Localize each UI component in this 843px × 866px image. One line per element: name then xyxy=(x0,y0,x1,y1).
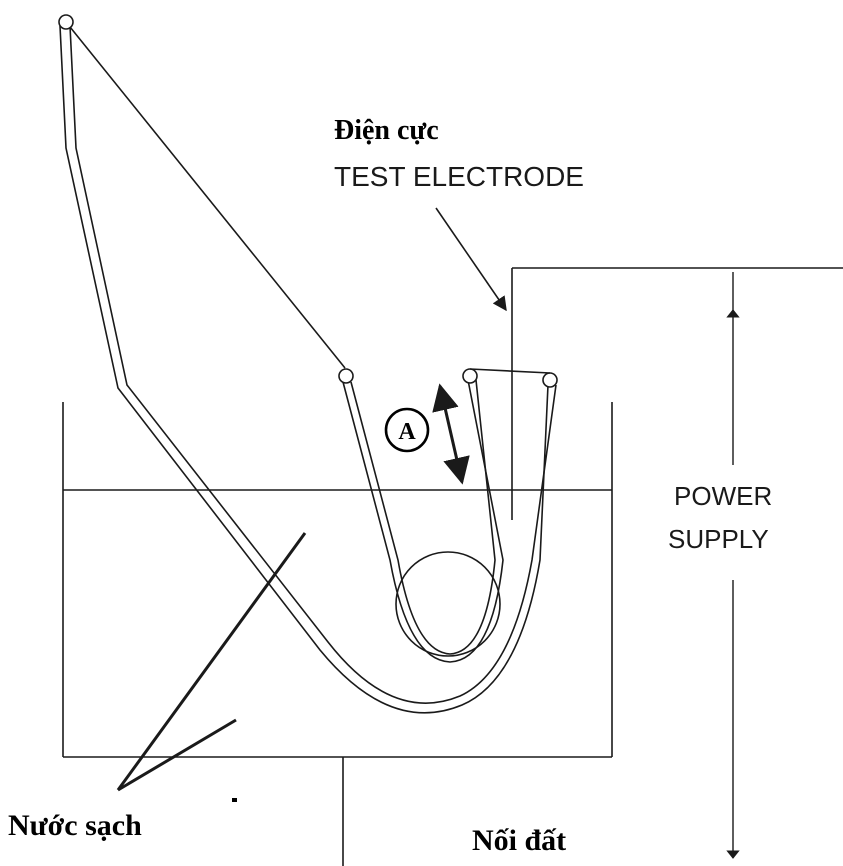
top-connector-bar xyxy=(469,368,551,374)
mandrel-cylinder xyxy=(395,551,501,657)
distance-a-arrow xyxy=(432,383,470,485)
electrode-label-en: TEST ELECTRODE xyxy=(334,161,584,192)
ground-label: Nối đất xyxy=(472,824,566,857)
marker-a: A xyxy=(384,407,430,453)
power-supply-label-line2: SUPPLY xyxy=(668,524,769,554)
pivot-points xyxy=(58,14,558,388)
electrode-pointer-arrow xyxy=(435,207,507,312)
power-supply-label-line1: POWER xyxy=(674,481,772,511)
hinged-arm xyxy=(65,21,346,369)
electrode-label-vn: Điện cực xyxy=(334,115,439,146)
top-hinge-pivot xyxy=(58,14,74,30)
middle-pivot xyxy=(462,368,478,384)
clean-water-pointers xyxy=(116,532,307,792)
sample-inner-loop xyxy=(342,379,504,663)
left-pivot xyxy=(338,368,354,384)
sample-outer-loop xyxy=(59,25,557,714)
stray-dot xyxy=(232,798,237,802)
right-pivot xyxy=(542,372,558,388)
clean-water-label: Nước sạch xyxy=(8,809,142,842)
marker-a-text: A xyxy=(398,419,416,445)
water-tank xyxy=(62,402,613,758)
